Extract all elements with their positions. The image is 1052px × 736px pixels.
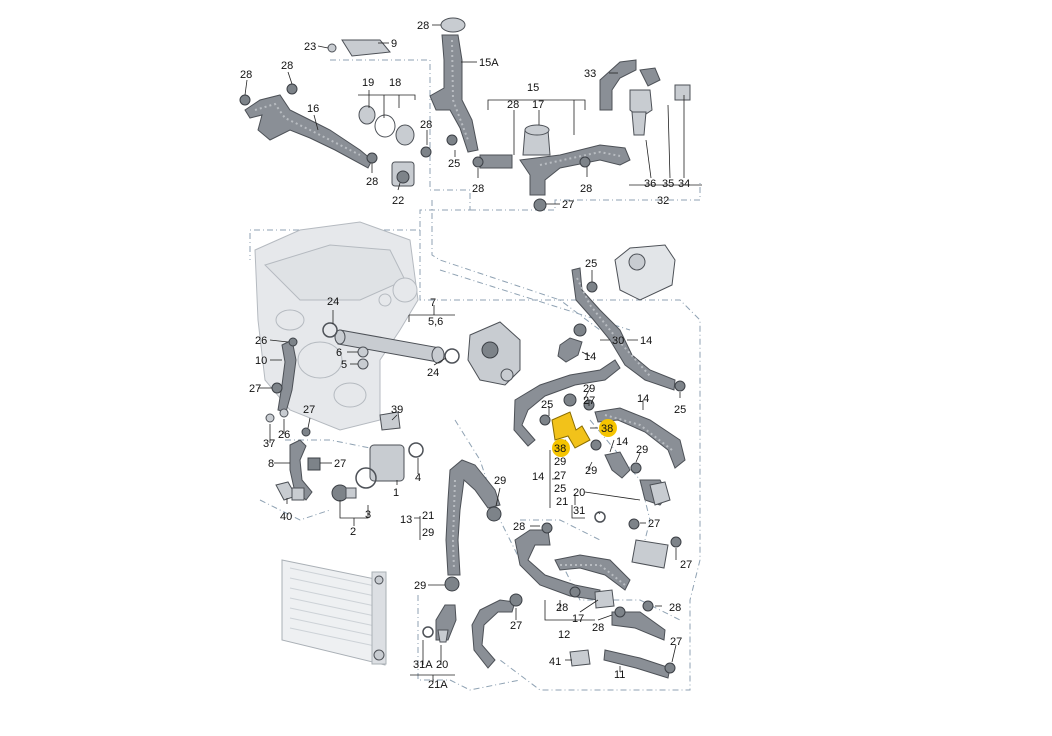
callout-6: 6	[336, 347, 342, 359]
callout-29: 29	[422, 527, 434, 539]
callout-29: 29	[494, 475, 506, 487]
callout-40: 40	[280, 511, 292, 523]
callout-29: 29	[554, 456, 566, 468]
callout-29: 29	[583, 383, 595, 395]
callout-27: 27	[562, 199, 574, 211]
callout-14: 14	[637, 393, 649, 405]
callout-25: 25	[541, 399, 553, 411]
callout-32: 32	[657, 195, 669, 207]
callout-28: 28	[507, 99, 519, 111]
callout-29: 29	[636, 444, 648, 456]
callout-27: 27	[670, 636, 682, 648]
callout-21: 21	[422, 510, 434, 522]
callout-28: 28	[580, 183, 592, 195]
callout-33: 33	[584, 68, 596, 80]
highlight-circle-38a	[599, 419, 617, 437]
callout-24: 24	[427, 367, 439, 379]
callout-14: 14	[616, 436, 628, 448]
callout-20: 20	[573, 487, 585, 499]
callout-8: 8	[268, 458, 274, 470]
callout-25: 25	[585, 258, 597, 270]
callout-28: 28	[420, 119, 432, 131]
mechanical-parts	[239, 17, 691, 674]
callout-25: 25	[674, 404, 686, 416]
callout-31a: 31A	[413, 659, 433, 671]
callout-38: 38	[601, 423, 613, 435]
callout-31: 31	[573, 505, 585, 517]
radiator	[281, 559, 387, 666]
callout-5-6: 5,6	[428, 316, 443, 328]
callout-12: 12	[558, 629, 570, 641]
callout-28: 28	[417, 20, 429, 32]
callout-36: 36	[644, 178, 656, 190]
callout-19: 19	[362, 77, 374, 89]
callout-16: 16	[307, 103, 319, 115]
callout-7: 7	[430, 297, 436, 309]
callout-25: 25	[448, 158, 460, 170]
callout-1: 1	[393, 487, 399, 499]
callout-35: 35	[662, 178, 674, 190]
callout-27: 27	[648, 518, 660, 530]
callout-21a: 21A	[428, 679, 448, 691]
highlight-markers	[552, 419, 617, 457]
callout-29: 29	[585, 465, 597, 477]
callout-29: 29	[414, 580, 426, 592]
callout-3: 3	[365, 509, 371, 521]
callout-37: 37	[263, 438, 275, 450]
callout-27: 27	[583, 395, 595, 407]
callout-23: 23	[304, 41, 316, 53]
coolant-hoses	[244, 34, 686, 679]
callout-38: 38	[554, 443, 566, 455]
callout-27: 27	[680, 559, 692, 571]
callout-15: 15	[527, 82, 539, 94]
callout-27: 27	[554, 470, 566, 482]
callout-14: 14	[584, 351, 596, 363]
callout-labels: 28 23 9 15A 28 28 19 18 16 15 28 17 33 2…	[240, 20, 692, 691]
callout-13: 13	[400, 514, 412, 526]
callout-20: 20	[436, 659, 448, 671]
callout-27: 27	[303, 404, 315, 416]
callout-34: 34	[678, 178, 690, 190]
callout-11: 11	[614, 669, 625, 681]
callout-14: 14	[640, 335, 652, 347]
callout-41: 41	[549, 656, 561, 668]
callout-26: 26	[278, 429, 290, 441]
callout-27: 27	[510, 620, 522, 632]
callout-15a: 15A	[479, 57, 499, 69]
callout-28: 28	[366, 176, 378, 188]
highlight-circle-38b	[552, 439, 570, 457]
callout-24: 24	[327, 296, 339, 308]
callout-28: 28	[513, 521, 525, 533]
leader-lines	[244, 24, 702, 682]
callout-5: 5	[341, 359, 347, 371]
callout-14: 14	[532, 471, 544, 483]
callout-30: 30	[612, 335, 624, 347]
callout-28: 28	[240, 69, 252, 81]
callout-27: 27	[249, 383, 261, 395]
callout-10: 10	[255, 355, 267, 367]
callout-28: 28	[472, 183, 484, 195]
callout-4: 4	[415, 472, 421, 484]
callout-28: 28	[669, 602, 681, 614]
callout-28: 28	[592, 622, 604, 634]
callout-17: 17	[572, 613, 584, 625]
callout-27: 27	[334, 458, 346, 470]
callout-21: 21	[556, 496, 568, 508]
callout-9: 9	[391, 38, 397, 50]
callout-17: 17	[532, 99, 544, 111]
callout-25: 25	[554, 483, 566, 495]
callout-39: 39	[391, 404, 403, 416]
callout-18: 18	[389, 77, 401, 89]
callout-26: 26	[255, 335, 267, 347]
callout-28: 28	[556, 602, 568, 614]
callout-2: 2	[350, 526, 356, 538]
callout-22: 22	[392, 195, 404, 207]
callout-28: 28	[281, 60, 293, 72]
